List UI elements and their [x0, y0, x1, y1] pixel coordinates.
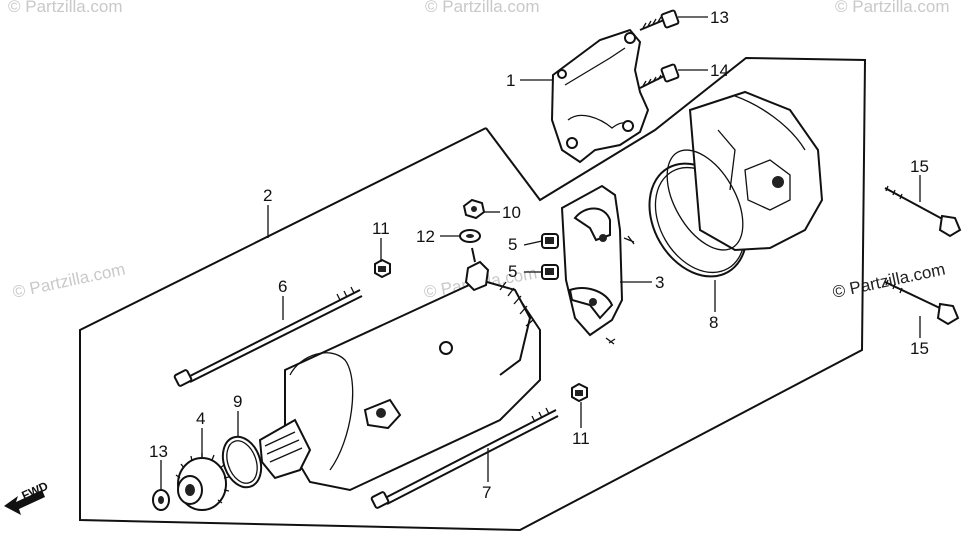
callout-10: 10	[502, 203, 521, 222]
callout-15-lower: 15	[910, 339, 929, 358]
watermark-top-center: © Partzilla.com	[425, 0, 540, 16]
bolt-15-upper	[884, 185, 962, 238]
assembly-outline	[79, 56, 867, 532]
callout-8: 8	[709, 313, 718, 332]
callout-2: 2	[263, 186, 272, 205]
callout-1: 1	[506, 71, 515, 90]
callout-12: 12	[416, 227, 435, 246]
brush-5-lower	[541, 264, 559, 280]
brush-holder-plate	[560, 184, 635, 345]
watermark-right: © Partzilla.com	[831, 260, 947, 302]
callout-11-lower: 11	[572, 429, 590, 448]
nut-11-upper	[374, 258, 391, 279]
bolt-14-upper	[639, 9, 680, 31]
watermark-mid-left: © Partzilla.com	[11, 260, 127, 302]
fwd-arrow: FWD	[4, 479, 50, 515]
watermark-top-right: © Partzilla.com	[835, 0, 950, 16]
mounting-bracket	[550, 28, 650, 164]
callout-3: 3	[655, 273, 664, 292]
nut-10	[462, 198, 486, 220]
callout-14-upper: 13	[710, 8, 729, 27]
through-bolt-7	[370, 407, 559, 509]
washer-13	[152, 489, 170, 511]
callout-5-lower: 5	[508, 262, 517, 281]
rear-cover	[666, 90, 824, 252]
brush-5-upper	[541, 233, 559, 249]
bolt-14-lower	[639, 63, 680, 89]
starter-motor-body	[258, 247, 541, 492]
callout-7: 7	[482, 483, 491, 502]
callout-13: 13	[149, 442, 168, 461]
washer-12	[459, 229, 481, 243]
nut-11-lower	[571, 382, 588, 403]
o-ring-9	[221, 435, 263, 489]
callout-15-upper: 15	[910, 157, 929, 176]
callout-9: 9	[233, 392, 242, 411]
callout-14-lower: 14	[710, 61, 729, 80]
callout-6: 6	[278, 277, 287, 296]
callouts: 13 14 1 2 3 4 5 5 6 7 8 9 10 11 11 12 13…	[149, 8, 929, 502]
callout-5-upper: 5	[508, 235, 517, 254]
through-bolt-6	[173, 286, 363, 387]
leader-lines	[160, 16, 921, 490]
callout-11-upper: 11	[372, 219, 390, 238]
callout-4: 4	[196, 409, 205, 428]
watermark-top-left: © Partzilla.com	[8, 0, 123, 16]
bolt-15-lower	[884, 279, 960, 326]
gear-4	[175, 453, 230, 511]
